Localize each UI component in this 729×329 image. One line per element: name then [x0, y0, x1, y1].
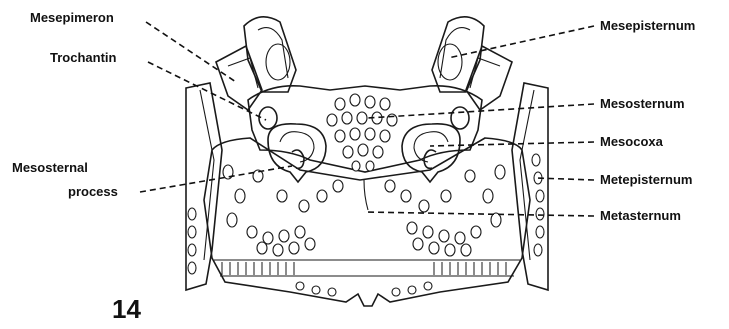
label-trochantin: Trochantin — [50, 50, 117, 65]
label-metasternum: Metasternum — [600, 208, 681, 223]
label-mesocoxa: Mesocoxa — [600, 134, 664, 149]
hatched-band — [222, 262, 506, 275]
label-metepisternum: Metepisternum — [600, 172, 692, 187]
leader-mesepisternum — [448, 26, 594, 58]
leader-metepisternum — [536, 178, 594, 180]
leader-mesepimeron — [146, 22, 236, 82]
thorax-outline — [186, 17, 548, 306]
label-mesosternum: Mesosternum — [600, 96, 685, 111]
label-mesosternal-process-line1: Mesosternal — [12, 160, 88, 175]
label-mesosternal-process-line2: process — [68, 184, 118, 199]
figure-number: 14 — [112, 294, 141, 324]
pits — [188, 94, 544, 296]
leader-mesosternal-process — [140, 166, 292, 192]
leader-metasternum — [364, 212, 594, 216]
label-mesepimeron: Mesepimeron — [30, 10, 114, 25]
label-mesepisternum: Mesepisternum — [600, 18, 695, 33]
leader-trochantin — [148, 62, 266, 120]
